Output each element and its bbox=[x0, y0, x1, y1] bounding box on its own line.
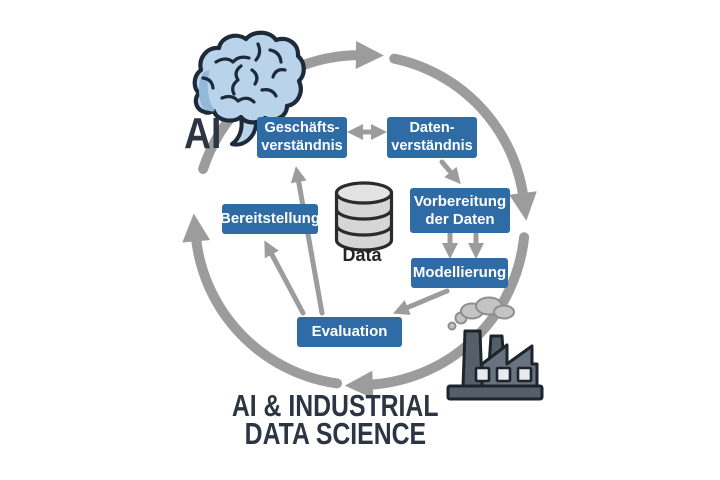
box-datenverstaendnis: Daten- verständnis bbox=[387, 117, 477, 158]
title-line-2: DATA SCIENCE bbox=[135, 418, 535, 449]
brain-sulci bbox=[201, 42, 287, 104]
ai-label: AI bbox=[184, 109, 222, 158]
arrow-evaluation-geschaeftsverstaendnis bbox=[290, 166, 325, 316]
cycle-arrow-right bbox=[389, 53, 537, 221]
cycle-arrow-left bbox=[182, 213, 342, 389]
database-icon bbox=[334, 181, 394, 252]
arrow-evaluation-bereitstellung bbox=[264, 240, 306, 316]
box-bereitstellung: Bereitstellung bbox=[220, 204, 320, 234]
brain-icon bbox=[192, 30, 306, 147]
flow-arrows bbox=[264, 123, 485, 316]
title-line-2-text: DATA SCIENCE bbox=[244, 416, 426, 451]
arrow-datenverstaendnis-vorbereitung bbox=[439, 159, 461, 185]
factory-base bbox=[446, 384, 544, 401]
factory-windows bbox=[474, 366, 533, 383]
brain-outline bbox=[192, 30, 306, 125]
smoke-icon bbox=[447, 296, 515, 331]
arrow-modellierung-evaluation bbox=[392, 288, 450, 315]
data-label: Data bbox=[342, 245, 382, 265]
title-line-1: AI & INDUSTRIAL bbox=[135, 390, 535, 421]
box-evaluation: Evaluation bbox=[297, 317, 402, 347]
box-vorbereitung-der-daten: Vorbereitung der Daten bbox=[410, 188, 510, 233]
brain-shading bbox=[198, 70, 215, 112]
box-modellierung: Modellierung bbox=[411, 258, 508, 288]
box-geschaeftsverstaendnis: Geschäfts- verständnis bbox=[257, 117, 347, 158]
title-line-1-text: AI & INDUSTRIAL bbox=[231, 388, 439, 423]
factory-icon bbox=[446, 296, 544, 401]
